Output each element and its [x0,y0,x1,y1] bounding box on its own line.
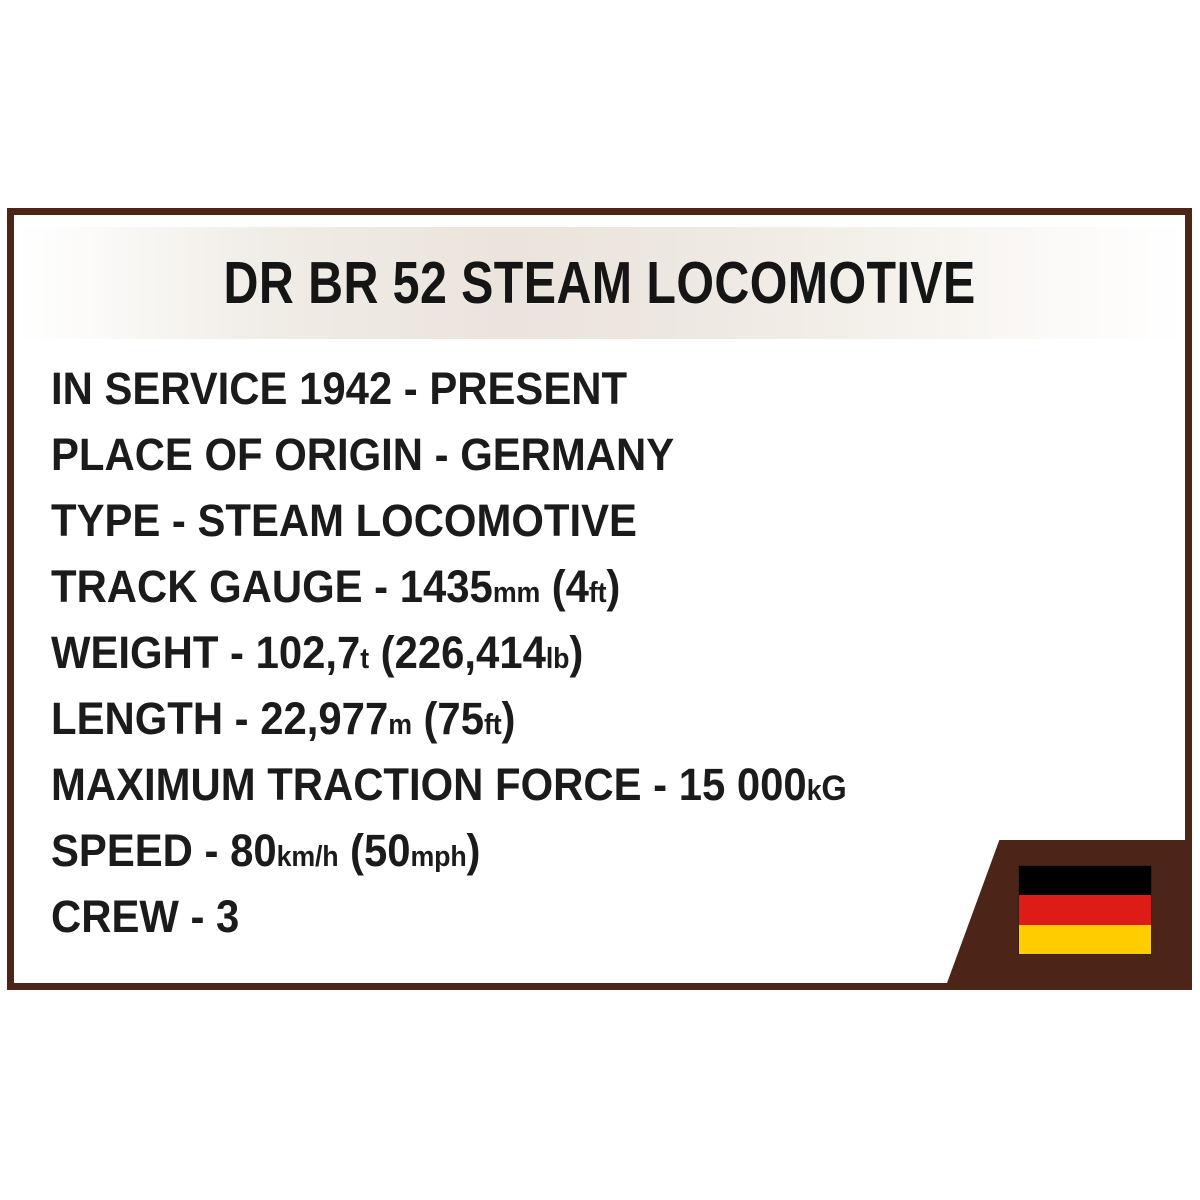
spec-text-maximum-traction-force: MAXIMUM TRACTION FORCE - 15 000kG [51,762,847,807]
page-title: DR BR 52 STEAM LOCOMOTIVE [223,249,976,316]
spec-part-length-2: (75 [411,692,484,744]
spec-part-speed-3: mph [410,840,467,873]
flag-stripe-gold [1019,924,1151,954]
spec-part-track-gauge-2: (4 [540,560,589,612]
spec-part-weight-3: lb [545,642,570,675]
spec-part-weight-0: WEIGHT - 102,7 [51,626,361,678]
spec-row-length: LENGTH - 22,977m (75ft) [51,685,1185,751]
spec-part-speed-4: ) [466,824,481,876]
spec-card-header-band: DR BR 52 STEAM LOCOMOTIVE [14,227,1185,339]
spec-text-speed: SPEED - 80km/h (50mph) [51,828,480,873]
spec-row-speed: SPEED - 80km/h (50mph) [51,817,1185,883]
spec-text-weight: WEIGHT - 102,7t (226,414lb) [51,630,583,675]
spec-part-place-of-origin-0: PLACE OF ORIGIN - GERMANY [51,428,675,480]
spec-part-length-3: ft [483,708,502,741]
vehicle-spec-card: DR BR 52 STEAM LOCOMOTIVE IN SERVICE 194… [7,208,1192,990]
spec-part-weight-4: ) [569,626,584,678]
spec-row-maximum-traction-force: MAXIMUM TRACTION FORCE - 15 000kG [51,751,1185,817]
spec-part-weight-1: t [360,642,370,675]
spec-text-track-gauge: TRACK GAUGE - 1435mm (4ft) [51,564,620,609]
spec-part-maximum-traction-force-2: G [821,768,847,808]
spec-part-length-4: ) [501,692,516,744]
spec-part-track-gauge-0: TRACK GAUGE - 1435 [51,560,493,612]
spec-row-weight: WEIGHT - 102,7t (226,414lb) [51,619,1185,685]
spec-part-crew-0: CREW - 3 [51,890,240,942]
spec-part-track-gauge-1: mm [492,576,541,609]
spec-text-place-of-origin: PLACE OF ORIGIN - GERMANY [51,432,674,477]
spec-part-track-gauge-3: ft [588,576,607,609]
spec-part-speed-2: (50 [338,824,411,876]
spec-part-type-0: TYPE - STEAM LOCOMOTIVE [51,494,637,546]
spec-part-maximum-traction-force-1: k [806,774,822,807]
spec-part-length-1: m [388,708,412,741]
spec-row-place-of-origin: PLACE OF ORIGIN - GERMANY [51,421,1185,487]
germany-flag-icon [1019,866,1151,954]
spec-part-speed-1: km/h [276,840,339,873]
spec-part-length-0: LENGTH - 22,977 [51,692,389,744]
spec-text-length: LENGTH - 22,977m (75ft) [51,696,515,741]
spec-text-in-service: IN SERVICE 1942 - PRESENT [51,366,627,411]
specification-list: IN SERVICE 1942 - PRESENT PLACE OF ORIGIN… [51,355,1185,949]
spec-part-track-gauge-4: ) [606,560,621,612]
spec-text-type: TYPE - STEAM LOCOMOTIVE [51,498,637,543]
spec-row-track-gauge: TRACK GAUGE - 1435mm (4ft) [51,553,1185,619]
spec-part-weight-2: (226,414 [369,626,546,678]
spec-row-type: TYPE - STEAM LOCOMOTIVE [51,487,1185,553]
spec-row-in-service: IN SERVICE 1942 - PRESENT [51,355,1185,421]
spec-part-in-service-0: IN SERVICE 1942 - PRESENT [51,362,628,414]
spec-text-crew: CREW - 3 [51,894,239,939]
spec-row-crew: CREW - 3 [51,883,1185,949]
flag-stripe-red [1019,895,1151,925]
flag-stripe-black [1019,866,1151,896]
spec-part-maximum-traction-force-0: MAXIMUM TRACTION FORCE - 15 000 [51,758,807,810]
spec-part-speed-0: SPEED - 80 [51,824,277,876]
